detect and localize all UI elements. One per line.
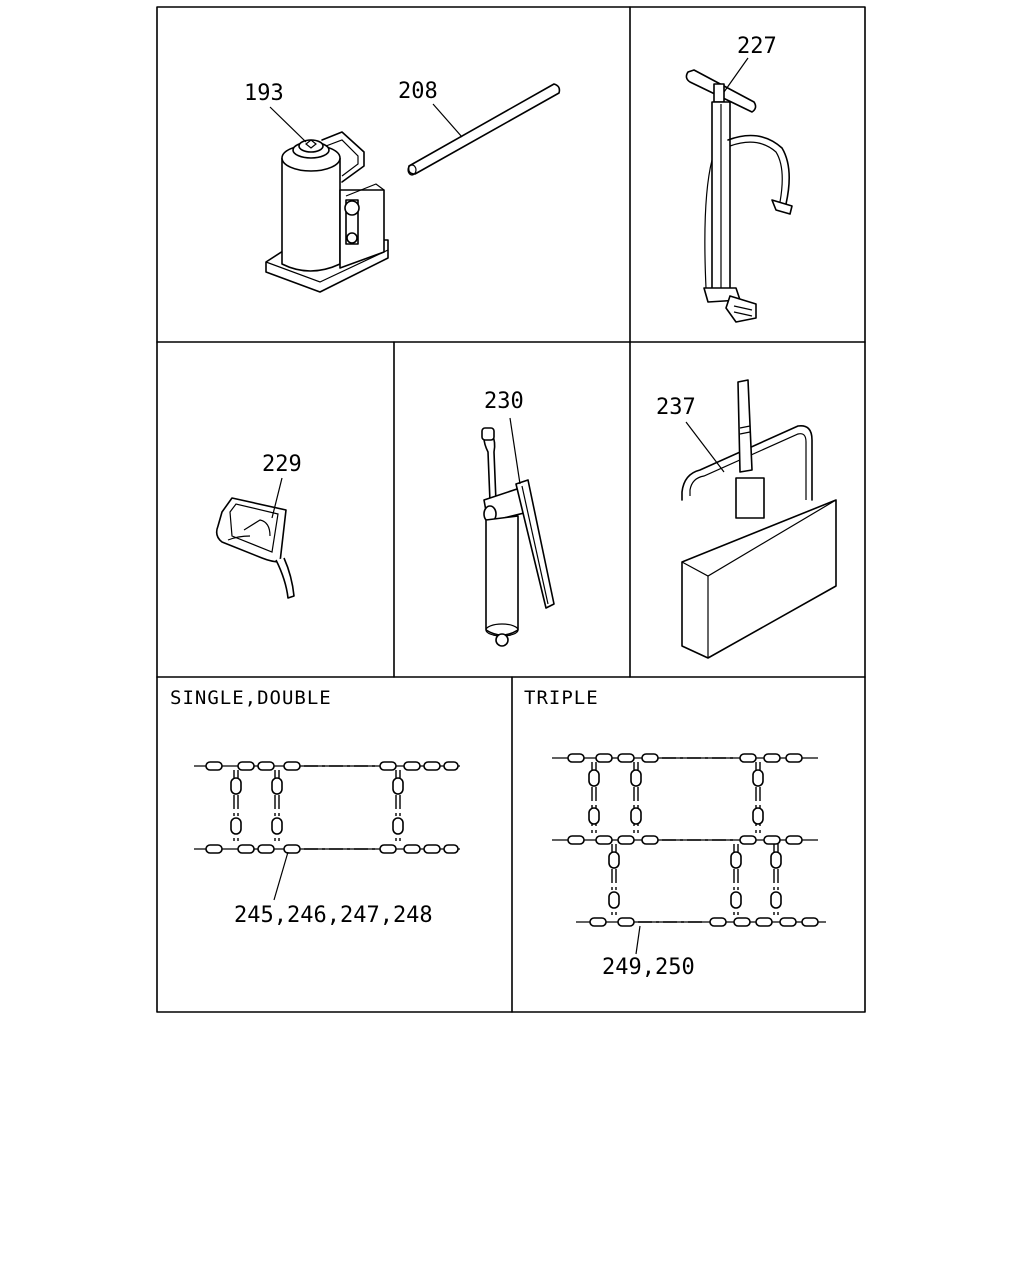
callout-229: 229	[262, 452, 302, 519]
tire-chain-triple	[552, 753, 826, 927]
tire-pump-illustration	[685, 69, 793, 323]
callout-230: 230	[484, 389, 524, 485]
callout-chain-single: 245,246,247,248	[234, 851, 433, 928]
jack-handle-bar-illustration	[407, 83, 561, 176]
diagram-frame	[156, 6, 866, 1013]
part-number-193: 193	[244, 81, 284, 106]
bottle-jack-illustration	[265, 131, 389, 293]
part-numbers-chain-triple: 249,250	[602, 955, 695, 980]
part-number-230: 230	[484, 389, 524, 414]
callout-chain-triple: 249,250	[602, 925, 695, 980]
part-numbers-chain-single: 245,246,247,248	[234, 903, 433, 928]
callout-227: 227	[723, 34, 777, 93]
callout-208: 208	[398, 79, 463, 138]
part-number-229: 229	[262, 452, 302, 477]
glove-illustration	[215, 497, 295, 599]
part-number-208: 208	[398, 79, 438, 104]
tire-chain-single-double	[194, 761, 460, 854]
callout-193: 193	[244, 81, 307, 143]
caption-triple: TRIPLE	[524, 687, 599, 709]
caption-single-double: SINGLE,DOUBLE	[170, 687, 332, 709]
callout-237: 237	[656, 395, 725, 473]
tool-bag-illustration	[681, 379, 837, 659]
part-number-227: 227	[737, 34, 777, 59]
part-number-237: 237	[656, 395, 696, 420]
grease-gun-illustration	[481, 427, 555, 647]
